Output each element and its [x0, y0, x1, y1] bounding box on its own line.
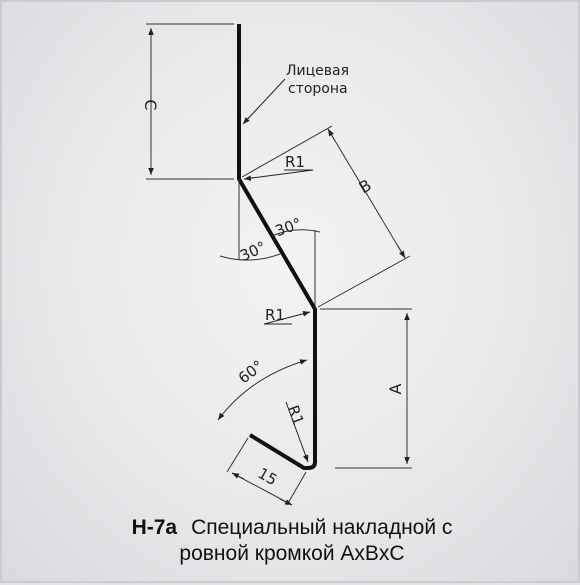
radius-bottom-label: R1 — [284, 403, 308, 428]
radius-top-leader — [243, 169, 314, 181]
dimension-c — [146, 23, 234, 180]
angle-30-construction — [219, 179, 321, 309]
angle-60-arc — [217, 359, 308, 421]
dimension-hem — [226, 437, 307, 506]
face-side-label-line2: сторона — [288, 81, 348, 97]
radius-mid-leader — [263, 311, 311, 325]
dimension-b-label: B — [356, 175, 375, 197]
hem-length-label: 15 — [255, 464, 281, 489]
angle-bottom-label: 60° — [235, 357, 267, 388]
caption-line2: ровной кромкой АxВxС — [179, 542, 405, 565]
dimension-a-label: A — [386, 383, 405, 394]
face-side-label-line1: Лицевая — [286, 63, 349, 79]
caption-line1: Н-7а Специальный накладной с — [2, 515, 580, 541]
angle-left-label: 30° — [237, 238, 269, 265]
radius-mid-label: R1 — [265, 306, 285, 324]
profile-code: Н-7а — [131, 516, 178, 539]
radius-top-label: R1 — [285, 153, 305, 171]
profile-line — [237, 24, 317, 470]
caption: Н-7а Специальный накладной с ровной кромк… — [2, 515, 580, 567]
angle-right-label: 30° — [273, 214, 304, 240]
dimension-b — [241, 125, 411, 308]
face-side-leader — [242, 78, 286, 125]
dimension-c-label: C — [141, 99, 160, 110]
caption-title: Специальный накладной с — [191, 516, 453, 539]
dimension-a — [320, 308, 412, 469]
radius-bottom-leader — [285, 401, 309, 463]
